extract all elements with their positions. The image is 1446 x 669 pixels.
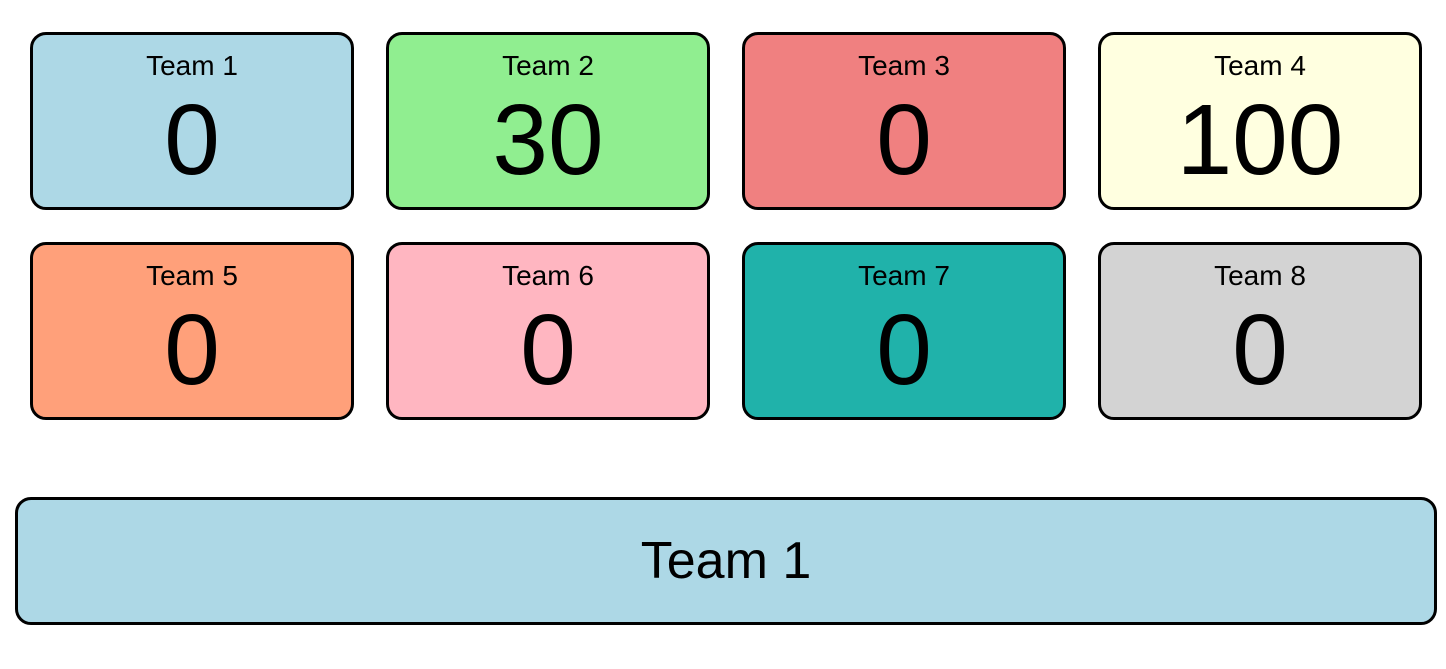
team-score: 0 [876,294,932,406]
team-name: Team 7 [858,260,950,291]
current-team-label: Team 1 [640,532,812,590]
team-scoreboard: Team 1 0 Team 2 30 Team 3 0 Team 4 100 T… [30,32,1422,420]
team-name: Team 4 [1214,50,1306,81]
team-name: Team 8 [1214,260,1306,291]
team-score: 100 [1176,84,1344,196]
team-score: 0 [520,294,576,406]
team-card-8[interactable]: Team 8 0 [1098,242,1422,420]
team-card-4[interactable]: Team 4 100 [1098,32,1422,210]
team-name: Team 5 [146,260,238,291]
team-name: Team 3 [858,50,950,81]
team-name: Team 6 [502,260,594,291]
team-card-5[interactable]: Team 5 0 [30,242,354,420]
team-name: Team 1 [146,50,238,81]
team-card-2[interactable]: Team 2 30 [386,32,710,210]
team-card-1[interactable]: Team 1 0 [30,32,354,210]
current-team-button[interactable]: Team 1 [15,497,1437,625]
team-score: 0 [164,294,220,406]
team-card-7[interactable]: Team 7 0 [742,242,1066,420]
team-card-3[interactable]: Team 3 0 [742,32,1066,210]
team-score: 0 [876,84,932,196]
team-score: 0 [164,84,220,196]
team-card-6[interactable]: Team 6 0 [386,242,710,420]
team-name: Team 2 [502,50,594,81]
team-score: 30 [492,84,604,196]
team-score: 0 [1232,294,1288,406]
